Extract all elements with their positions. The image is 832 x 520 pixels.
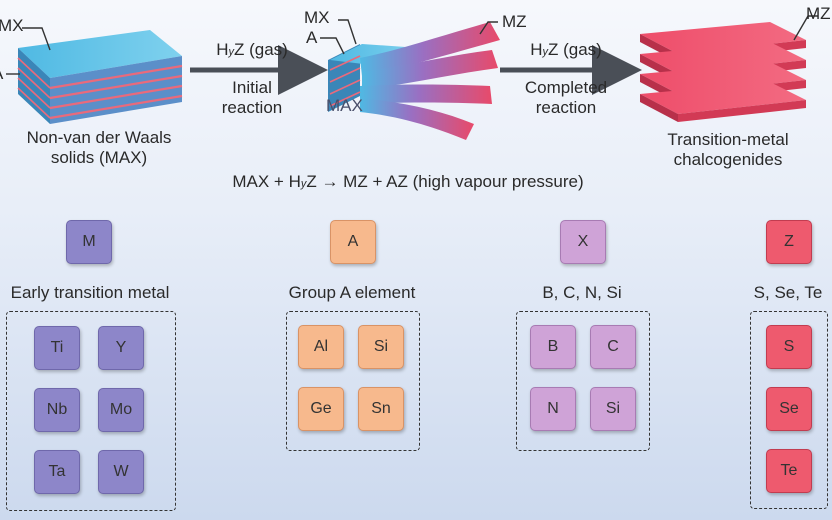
group-x-title: B, C, N, Si (542, 283, 622, 302)
element-tile: C (590, 325, 636, 369)
max-left-leaders (6, 27, 51, 75)
element-tile: S (766, 325, 812, 369)
arrow1-caption: Initial reaction (221, 78, 283, 117)
tmc-layer-4 (640, 82, 806, 122)
label-mx-mid: MX (304, 8, 330, 27)
mz-right-leader (793, 15, 818, 41)
element-tile: W (98, 450, 144, 494)
element-tile: Te (766, 449, 812, 493)
group-z-box (750, 311, 828, 509)
element-tile: Y (98, 326, 144, 370)
element-tile: Mo (98, 388, 144, 432)
group-z-title: S, Se, Te (753, 283, 823, 302)
max-slab-top (18, 30, 182, 78)
element-tile: Se (766, 387, 812, 431)
arrow2-gas-label: HyZ (gas) (530, 40, 602, 59)
tmc-layer-stack (640, 22, 806, 122)
group-a-title: Group A element (288, 283, 416, 302)
group-m-box (6, 311, 176, 511)
element-tile: Nb (34, 388, 80, 432)
arrow2-caption: Completed reaction (524, 78, 608, 117)
label-mz-right: MZ (806, 4, 831, 23)
arrow1-gas-label: HyZ (gas) (216, 40, 288, 59)
element-tile: Ti (34, 326, 80, 370)
element-tile: B (530, 325, 576, 369)
max-slab-left-face (18, 48, 50, 124)
mid-leaders (320, 19, 498, 55)
element-tile: Sn (358, 387, 404, 431)
max-slab-front-face (50, 56, 182, 124)
element-tile: N (530, 387, 576, 431)
group-x-box (516, 311, 650, 451)
label-a-mid: A (306, 28, 318, 47)
peeling-stack (328, 22, 500, 140)
label-a-left: A (0, 64, 3, 84)
max-slab-layers (49, 64, 183, 120)
element-tile: Al (298, 325, 344, 369)
max-slab-stack (17, 30, 183, 124)
label-non-vdw-solids: Non-van der Waals solids (MAX) (26, 128, 172, 167)
group-m-title: Early transition metal (10, 283, 170, 302)
label-max-mid: MAX (326, 96, 363, 115)
label-mx-left: MX (0, 16, 24, 35)
reaction-equation: MAX + HyZ → MZ + AZ (high vapour pressur… (232, 172, 584, 191)
peel-layer-2 (362, 50, 498, 90)
group-x-symbol: X (560, 220, 606, 264)
peel-layer-1 (360, 22, 500, 76)
group-a-symbol: A (330, 220, 376, 264)
label-transition-metal-chalcogenides: Transition-metal chalcogenides (667, 130, 789, 169)
group-m-symbol: M (66, 220, 112, 264)
element-tile: Si (590, 387, 636, 431)
peel-layer-3 (360, 84, 492, 104)
element-tile: Ge (298, 387, 344, 431)
peel-layer-4 (360, 98, 474, 140)
element-tile: Si (358, 325, 404, 369)
group-z-symbol: Z (766, 220, 812, 264)
element-tile: Ta (34, 450, 80, 494)
label-mz-mid: MZ (502, 12, 527, 31)
group-a-box (286, 311, 420, 451)
